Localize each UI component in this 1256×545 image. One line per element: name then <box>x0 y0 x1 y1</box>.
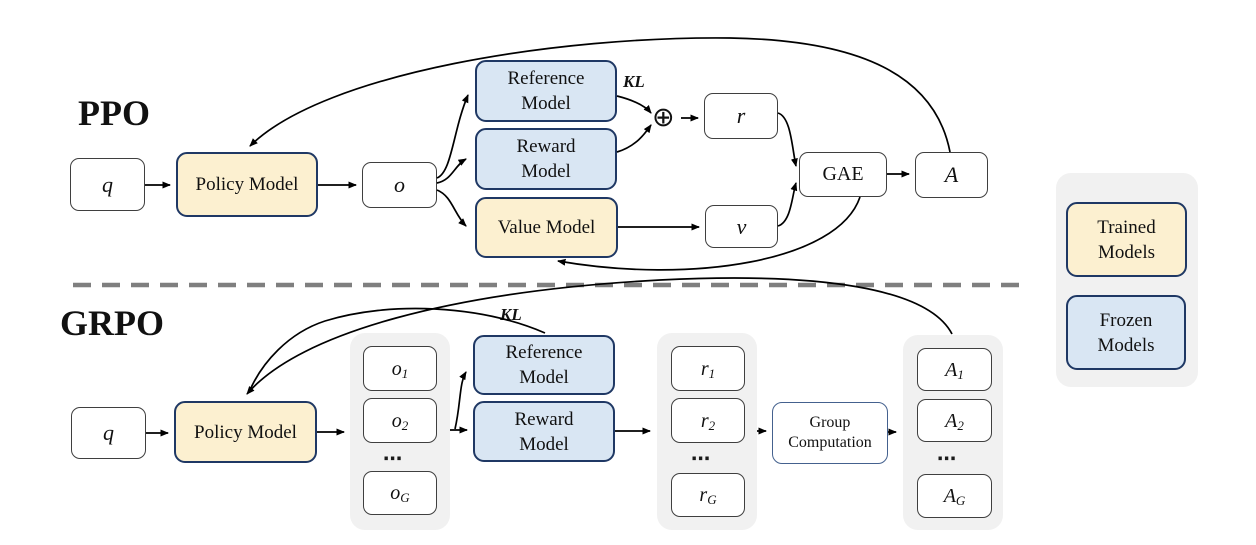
ppo-policy-model-node: Policy Model <box>176 152 318 217</box>
legend-trained-label: Trained Models <box>1097 216 1156 263</box>
grpo-advantage-1-base: A <box>945 358 958 381</box>
grpo-advantage-1-sub: 1 <box>957 366 964 382</box>
arrow-ppo-o-to-reference <box>436 94 469 179</box>
ppo-plus-icon: ⊕ <box>652 102 675 133</box>
grpo-reward-ellipsis: ⋯ <box>691 448 712 470</box>
grpo-advantage-2-sub: 2 <box>957 417 964 433</box>
arrow-ppo-reward-to-plus <box>616 124 652 153</box>
legend-frozen-models: Frozen Models <box>1066 295 1186 370</box>
ppo-title: PPO <box>78 93 150 133</box>
grpo-reward-g-sub: G <box>707 492 717 507</box>
legend-trained-models: Trained Models <box>1066 202 1187 277</box>
ppo-reference-model-label: Reference Model <box>507 68 585 114</box>
grpo-policy-model-node: Policy Model <box>174 401 317 463</box>
ppo-gae-node: GAE <box>799 152 887 197</box>
grpo-output-ellipsis: ⋯ <box>383 448 404 470</box>
grpo-reward-1-base: r <box>700 357 709 380</box>
legend-frozen-label: Frozen Models <box>1097 309 1155 356</box>
ppo-value-model-label: Value Model <box>497 217 596 238</box>
ppo-value-model-node: Value Model <box>475 197 618 258</box>
grpo-advantage-ellipsis: ⋯ <box>937 448 958 470</box>
ppo-reward-model-label: Reward Model <box>516 136 576 182</box>
arrow-grpo-outputs-to-reference <box>454 371 467 430</box>
grpo-reference-model-label: Reference Model <box>505 342 583 388</box>
grpo-output-2-base: o <box>391 409 402 432</box>
grpo-output-1-base: o <box>391 357 402 380</box>
grpo-output-2-sub: 2 <box>401 417 409 433</box>
grpo-group-computation-label: Group Computation <box>788 414 872 451</box>
arrow-ppo-o-to-value <box>436 189 467 227</box>
ppo-query-node: q <box>70 158 145 211</box>
ppo-reference-model-node: Reference Model <box>475 60 617 122</box>
grpo-reference-model-node: Reference Model <box>473 335 615 395</box>
arrow-ppo-o-to-reward <box>436 158 467 184</box>
grpo-reward-model-node: Reward Model <box>473 401 615 462</box>
grpo-reward-1-sub: 1 <box>708 365 716 381</box>
grpo-reward-g-base: r <box>699 484 708 506</box>
ppo-reward-model-node: Reward Model <box>475 128 617 190</box>
ppo-policy-model-label: Policy Model <box>195 174 299 195</box>
arrow-ppo-r-to-gae <box>777 112 798 167</box>
arrow-ppo-v-to-gae <box>777 182 798 227</box>
ppo-kl-label: KL <box>623 72 645 91</box>
grpo-title: GRPO <box>60 303 164 343</box>
arrow-ppo-reference-to-plus <box>616 95 652 114</box>
grpo-kl-label: KL <box>500 305 522 324</box>
grpo-advantage-g-base: A <box>943 485 956 507</box>
grpo-output-1-sub: 1 <box>401 365 409 381</box>
grpo-advantage-2-base: A <box>945 409 958 432</box>
ppo-value-node: v <box>705 205 778 248</box>
grpo-reward-2-sub: 2 <box>708 417 716 433</box>
ppo-advantage-node: A <box>915 152 988 198</box>
grpo-query-node: q <box>71 407 146 459</box>
grpo-advantage-g-sub: G <box>955 493 966 508</box>
grpo-reward-2-base: r <box>700 409 709 432</box>
grpo-output-g-base: o <box>390 482 401 504</box>
grpo-policy-model-label: Policy Model <box>194 421 297 443</box>
ppo-reward-node: r <box>704 93 778 139</box>
ppo-output-node: o <box>362 162 437 208</box>
grpo-group-computation-node: Group Computation <box>772 402 888 464</box>
grpo-reward-model-label: Reward Model <box>514 408 574 455</box>
grpo-output-g-sub: G <box>400 490 410 505</box>
